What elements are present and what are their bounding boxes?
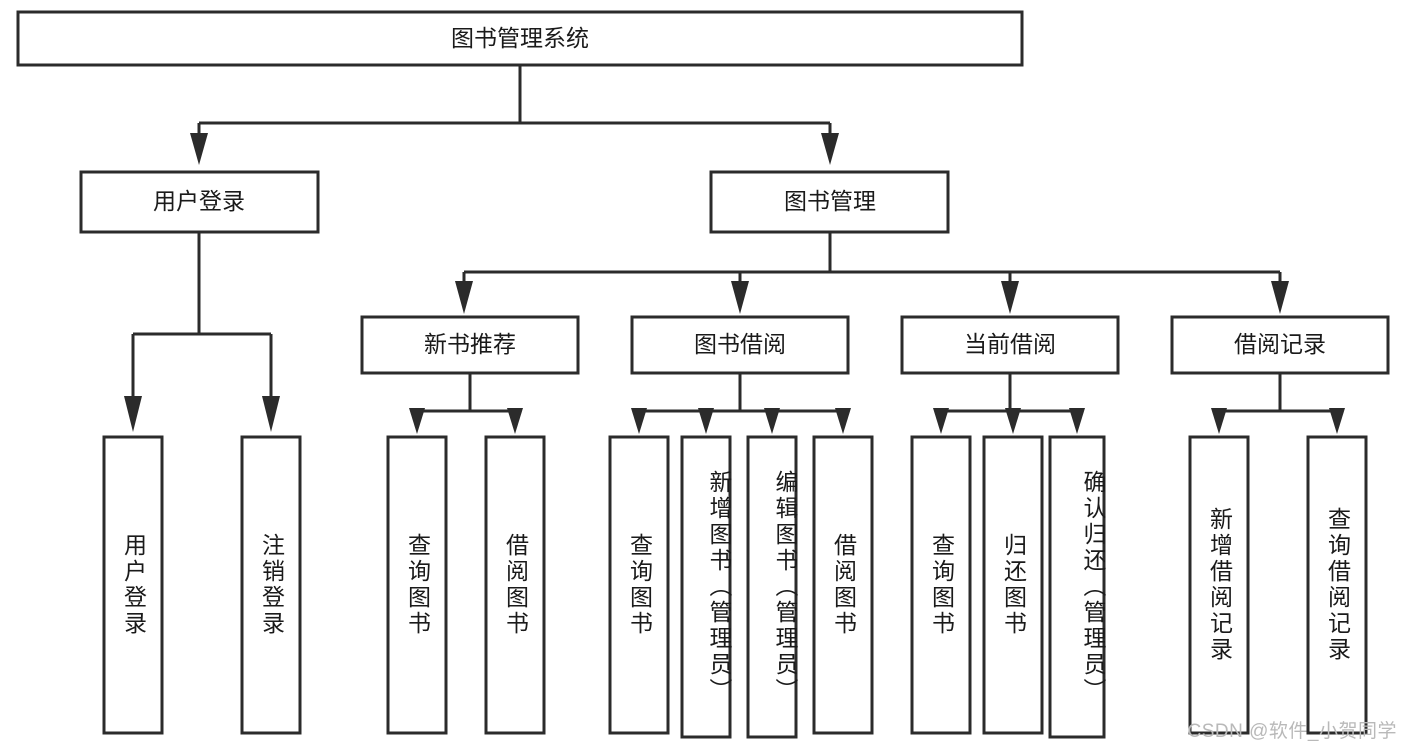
node-box-user-login[interactable] [79, 170, 320, 234]
leaf-box-b-borrow-book[interactable] [812, 435, 874, 735]
arrow-head-cb-query [933, 408, 949, 434]
leaf-box-cb-return-book[interactable] [982, 435, 1044, 735]
leaf-box-b-edit-book[interactable] [746, 435, 798, 739]
leaf-box-logout[interactable] [240, 435, 302, 735]
leaf-box-cb-query-book[interactable] [910, 435, 972, 735]
node-label-book-borrow: 图书借阅 [694, 331, 786, 357]
node-box-book-borrow[interactable] [630, 315, 850, 375]
node-label-borrow-record: 借阅记录 [1234, 331, 1326, 357]
node-box-root[interactable] [16, 10, 1024, 67]
connector-group-borrow-record-to-leaves [1211, 373, 1345, 434]
connector-group-borrow-to-leaves [631, 373, 851, 434]
arrow-head-cb-return [1005, 408, 1021, 434]
arrow-head-b-borrow [835, 408, 851, 434]
connector-group-new-book-to-leaves [409, 373, 523, 434]
arrow-head-nb-query [409, 408, 425, 434]
connector-group-current-borrow-to-leaves [933, 373, 1085, 434]
node-box-current-borrow[interactable] [900, 315, 1120, 375]
leaf-box-b-add-book[interactable] [680, 435, 732, 739]
leaf-box-cb-confirm-return[interactable] [1048, 435, 1106, 739]
arrow-head-user-login [190, 133, 208, 165]
node-label-book-management: 图书管理 [784, 188, 876, 214]
arrow-head-borrow-record [1271, 281, 1289, 314]
arrow-head-book-mgmt [821, 133, 839, 165]
node-box-new-book-recommend[interactable] [360, 315, 580, 375]
arrow-head-borrow [731, 281, 749, 314]
arrow-head-current-borrow [1001, 281, 1019, 314]
arrow-head-new-book [455, 281, 473, 314]
arrow-head-leaf-logout [262, 396, 280, 432]
leaf-box-nb-borrow-book[interactable] [484, 435, 546, 735]
connector-group-book-mgmt-to-level3 [455, 232, 1289, 314]
arrow-head-leaf-user-login [124, 396, 142, 432]
leaf-box-br-add-record[interactable] [1188, 435, 1250, 735]
arrow-head-b-add [698, 408, 714, 434]
arrow-head-br-query [1329, 408, 1345, 434]
node-label-current-borrow: 当前借阅 [964, 331, 1056, 357]
connector-group-root-to-level2 [190, 65, 839, 165]
node-label-user-login: 用户登录 [153, 188, 245, 214]
node-label-new-book-recommend: 新书推荐 [424, 331, 516, 357]
node-box-book-management[interactable] [709, 170, 950, 234]
arrow-head-b-query [631, 408, 647, 434]
arrow-head-b-edit [764, 408, 780, 434]
node-box-borrow-record[interactable] [1170, 315, 1390, 375]
leaf-box-user-login[interactable] [102, 435, 164, 735]
arrow-head-br-add [1211, 408, 1227, 434]
node-label-root: 图书管理系统 [451, 25, 589, 51]
leaf-box-b-query-book[interactable] [608, 435, 670, 735]
leaf-box-br-query-record[interactable] [1306, 435, 1368, 735]
leaf-box-nb-query-book[interactable] [386, 435, 448, 735]
arrow-head-cb-confirm [1069, 408, 1085, 434]
connector-group-user-login-to-leaves [124, 232, 280, 432]
arrow-head-nb-borrow [507, 408, 523, 434]
